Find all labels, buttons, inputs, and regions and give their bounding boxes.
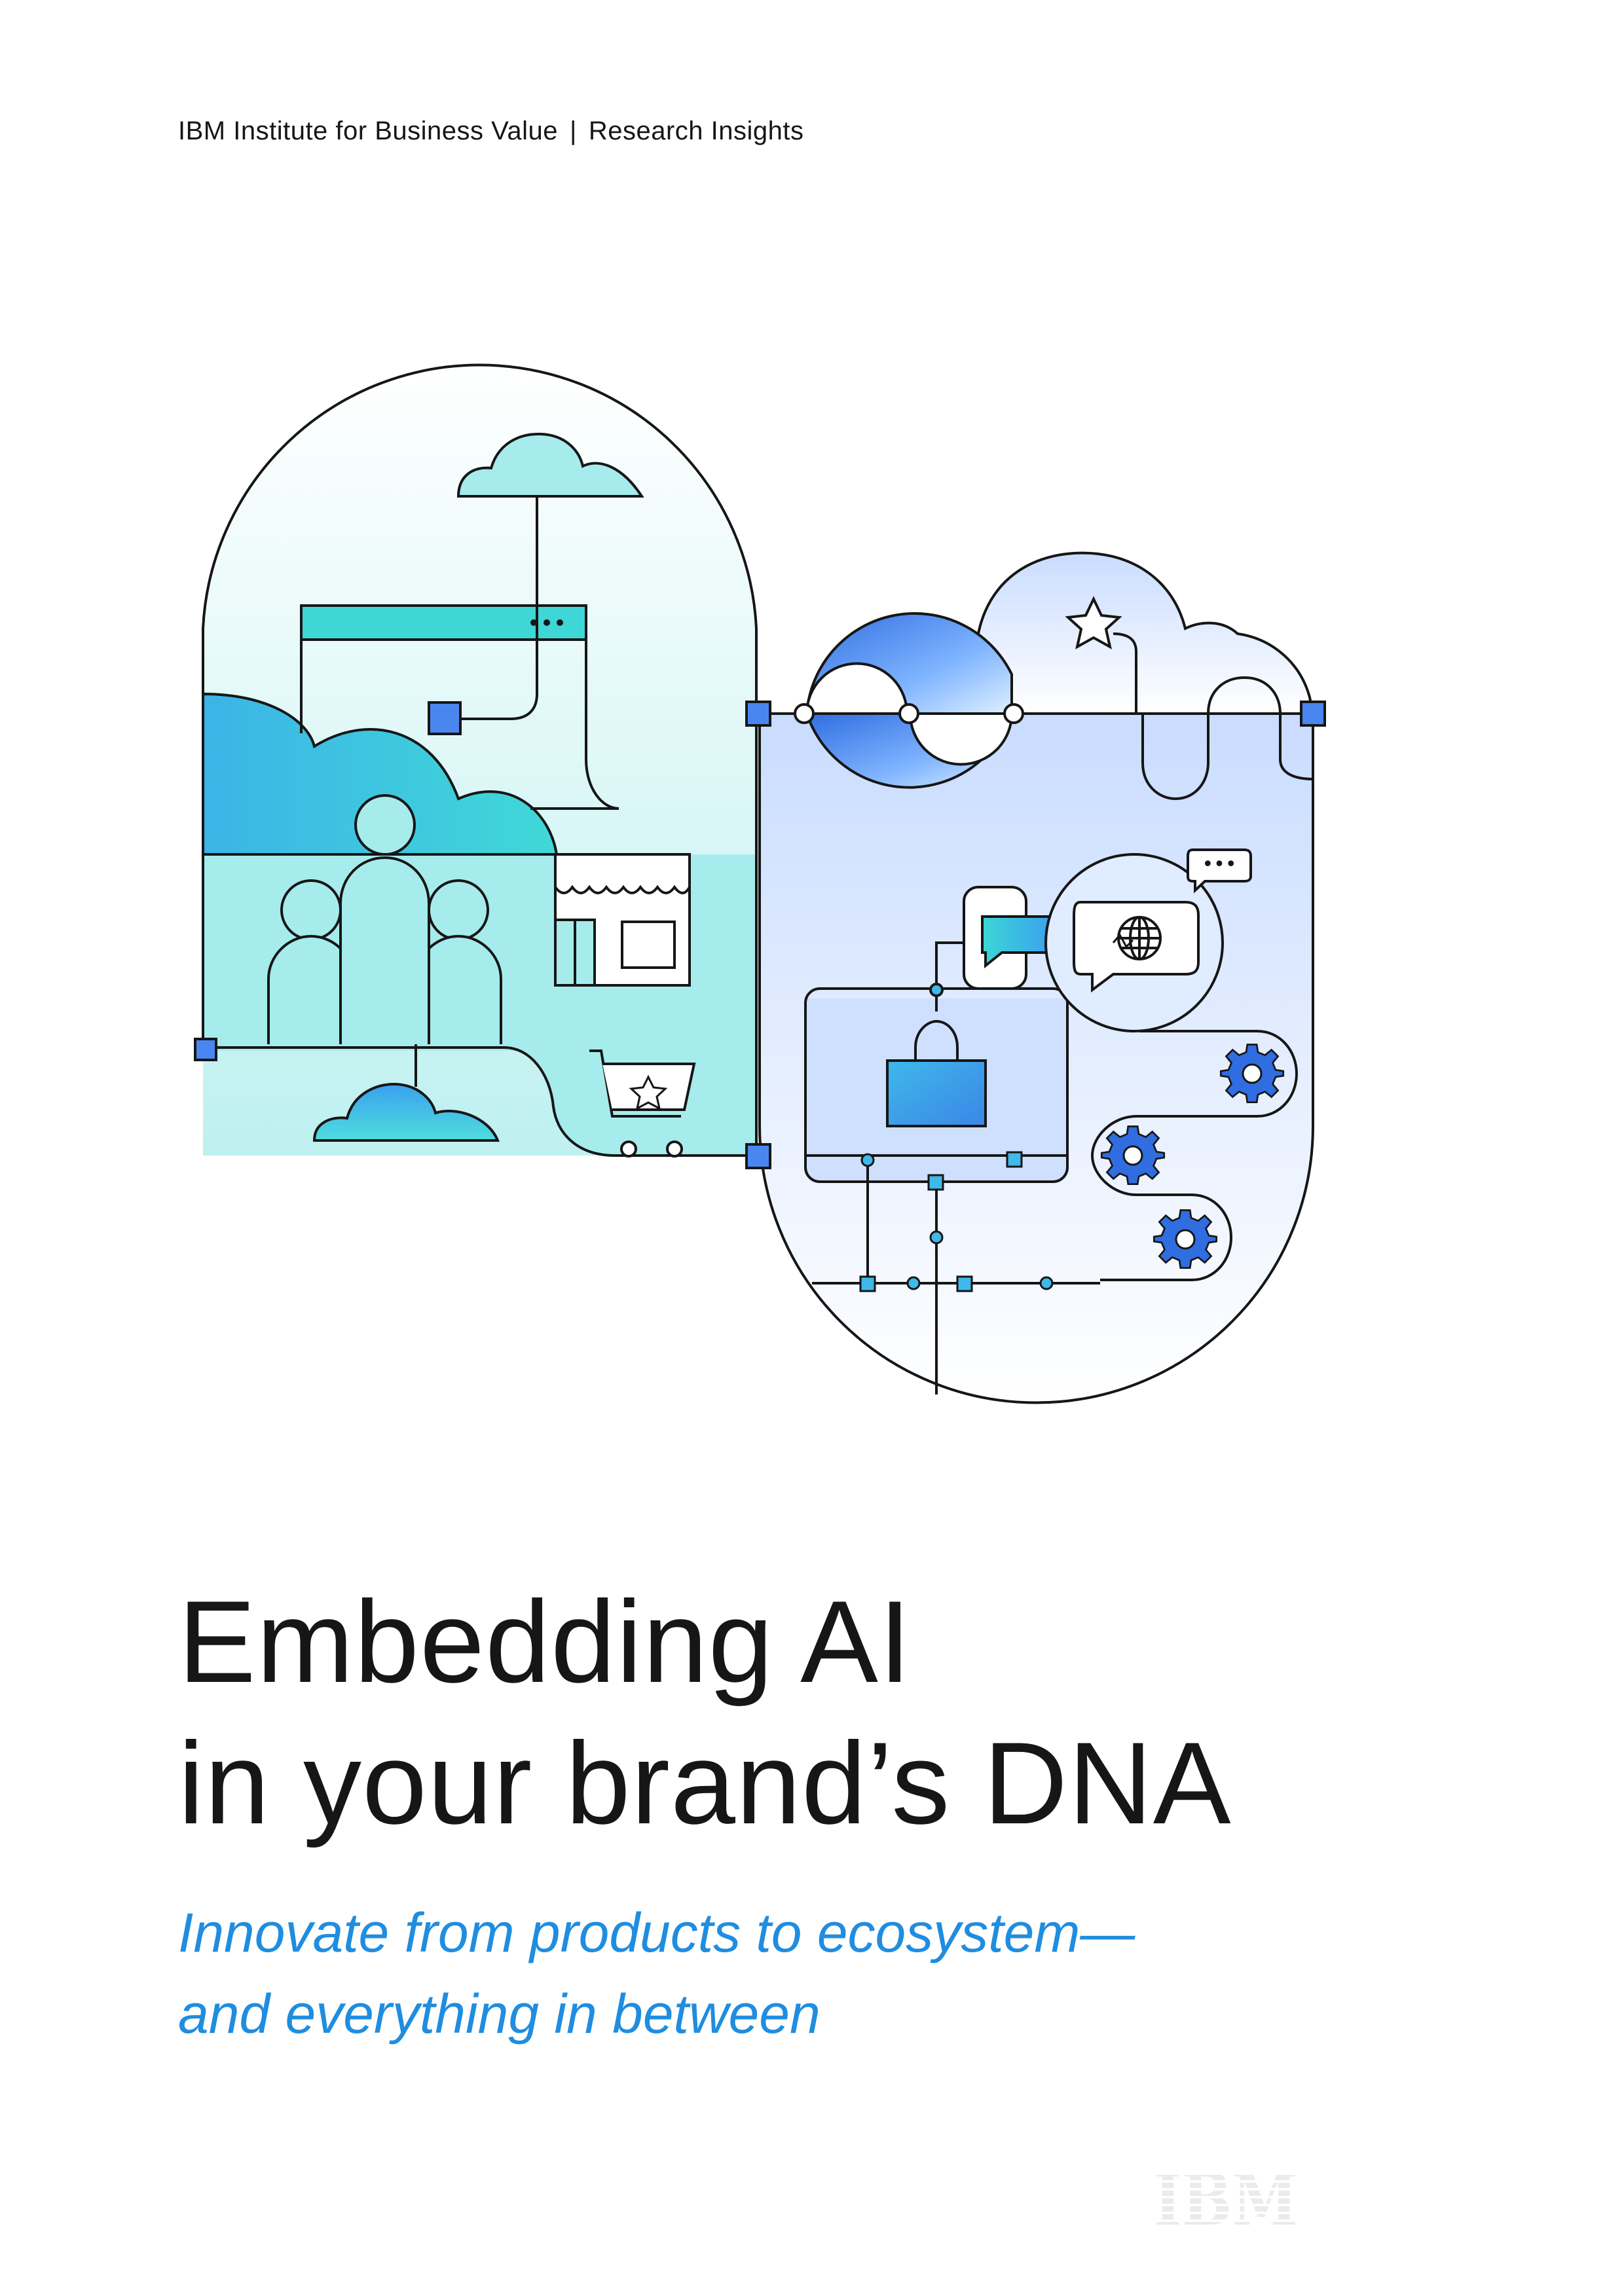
subtitle-line-1: Innovate from products to ecosystem—: [178, 1902, 1135, 1963]
message-bubble-icon: [929, 886, 1056, 1011]
shopping-cart-icon: [589, 1049, 696, 1157]
gear-icon: [1219, 1044, 1285, 1104]
subtitle-line-2: and everything in between: [178, 1983, 821, 2045]
title-line-1: Embedding AI: [178, 1576, 912, 1707]
global-chat-icon: •••: [1044, 848, 1252, 1032]
title-line-2: in your brand’s DNA: [178, 1718, 1232, 1848]
header-org: IBM Institute for Business Value: [178, 117, 558, 145]
connector-nodes: [745, 701, 1326, 1169]
header-separator: |: [569, 117, 577, 145]
cloud-icon-top: [428, 432, 644, 735]
cloud-icon-bottom: [194, 1038, 500, 1142]
ai-ring-graphic: [805, 612, 1013, 789]
people-group-icon: [267, 794, 502, 1044]
chat-dots-text: •••: [1202, 853, 1236, 876]
circuit-nodes: [859, 1151, 1054, 1292]
browser-window-icon: [300, 604, 619, 810]
gear-icon: [1153, 1209, 1218, 1269]
gear-icon: [1100, 1125, 1166, 1186]
star-icon: [1065, 596, 1122, 649]
storefront-icon: [554, 853, 691, 987]
cover-illustration: •••: [194, 363, 1326, 1404]
gear-track: [1090, 1030, 1299, 1281]
cover-subtitle: Innovate from products to ecosystem— and…: [178, 1892, 1135, 2054]
header-series: Research Insights: [588, 117, 804, 145]
cover-title: Embedding AI in your brand’s DNA: [178, 1571, 1232, 1854]
connector-line-top: [760, 632, 1314, 801]
lock-icon: [886, 1019, 987, 1127]
ibm-logo: IBM: [1154, 2167, 1298, 2229]
report-header: IBM Institute for Business Value | Researc…: [178, 117, 804, 146]
ibm-logo-text: IBM: [1154, 2167, 1298, 2229]
